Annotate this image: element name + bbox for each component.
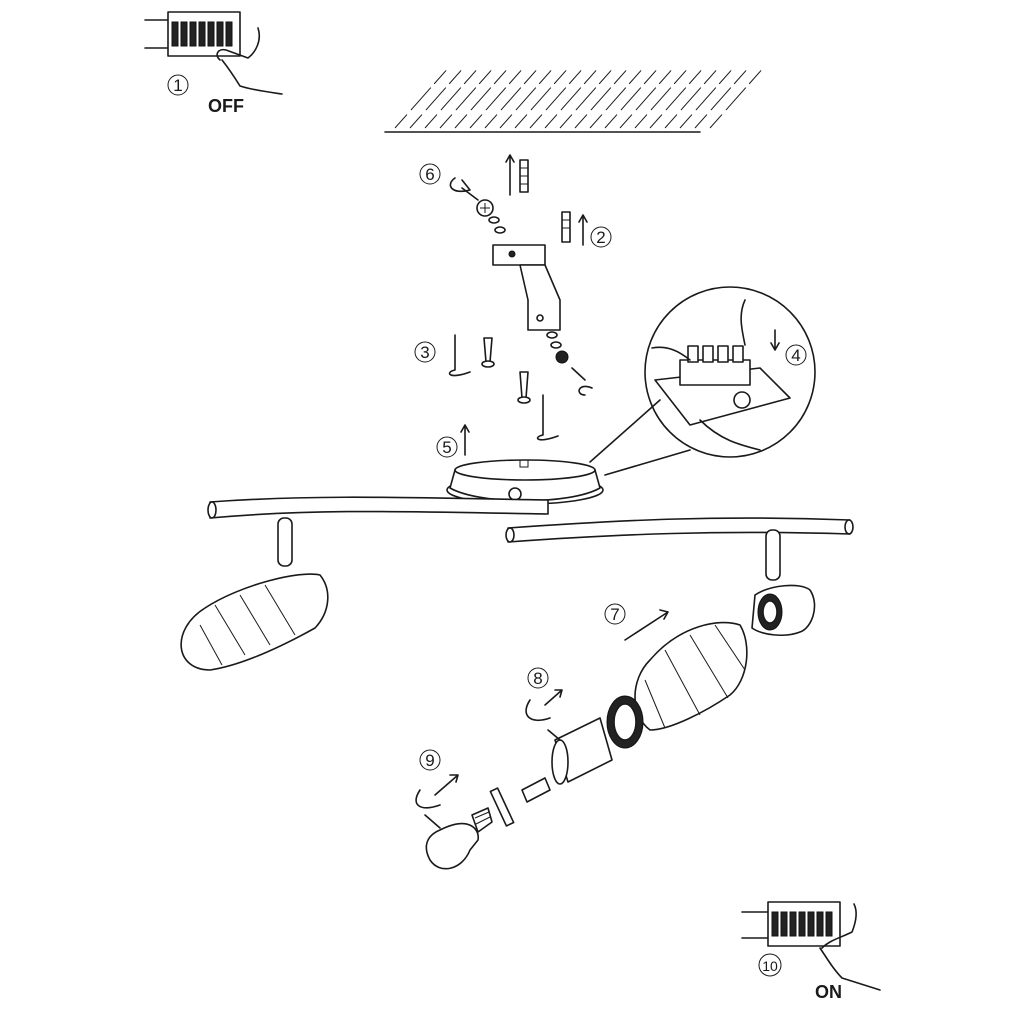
left-arm	[207, 496, 549, 519]
breaker-switch	[207, 21, 215, 47]
breaker-switch	[825, 911, 833, 937]
hatch-line	[694, 65, 751, 129]
step-5-number: 5	[442, 438, 451, 457]
wiring-detail-circle	[589, 286, 816, 476]
breaker-switch	[189, 21, 197, 47]
wall-plug-2	[561, 211, 588, 246]
breaker-switch	[780, 911, 788, 937]
step-5-marker: 5	[436, 436, 458, 458]
step-4-marker: 4	[785, 344, 807, 366]
breaker-switch	[798, 911, 806, 937]
step-6-number: 6	[425, 165, 434, 184]
screw-right	[517, 371, 559, 441]
right-lamp-holder	[751, 529, 816, 637]
hatch-line	[649, 65, 706, 129]
step-8-arrows	[525, 689, 563, 741]
step-6-marker: 6	[419, 163, 441, 185]
step-7-number: 7	[610, 605, 619, 624]
hatch-line	[574, 65, 631, 129]
hatch-line	[589, 65, 646, 129]
breaker-switch	[171, 21, 179, 47]
hatch-line	[439, 65, 496, 129]
step-7-marker: 7	[604, 603, 626, 625]
breaker-switch	[816, 911, 824, 937]
step-2-marker: 2	[590, 226, 612, 248]
hatch-line	[544, 65, 601, 129]
breaker-switch	[198, 21, 206, 47]
step-9-number: 9	[425, 751, 434, 770]
screw-left	[448, 334, 495, 377]
hatch-line	[499, 65, 556, 129]
hatch-line	[424, 65, 481, 129]
step-4-number: 4	[791, 346, 800, 365]
hatch-line	[409, 65, 466, 129]
off-label: OFF	[208, 96, 244, 116]
hatch-line	[679, 65, 736, 129]
breaker-box-off	[144, 11, 283, 95]
breaker-switch	[225, 21, 233, 47]
step-3-marker: 3	[414, 341, 436, 363]
nut-and-washers	[449, 177, 506, 234]
breaker-box-on	[741, 901, 881, 991]
step-9-arrows	[415, 774, 459, 829]
canopy	[446, 424, 604, 505]
breaker-switch	[216, 21, 224, 47]
wall-plug-1	[505, 154, 529, 196]
step-3-number: 3	[420, 343, 429, 362]
step-1-number: 1	[173, 76, 182, 95]
hatch-line	[709, 65, 766, 129]
step-1-marker: 1 OFF	[167, 74, 244, 116]
hatch-line	[484, 65, 541, 129]
breaker-switch	[789, 911, 797, 937]
step-10-marker: 10 ON	[758, 953, 842, 1002]
hatch-line	[454, 65, 511, 129]
left-spotlight	[180, 517, 329, 671]
breaker-switch	[771, 911, 779, 937]
glass-shade	[624, 609, 748, 731]
hatch-line	[604, 65, 661, 129]
hatch-line	[559, 65, 616, 129]
threaded-ring	[606, 695, 644, 749]
hatch-line	[664, 65, 721, 129]
hatch-line	[619, 65, 676, 129]
on-label: ON	[815, 982, 842, 1002]
breaker-switch	[807, 911, 815, 937]
hatch-line	[469, 65, 526, 129]
mounting-bracket	[492, 244, 593, 396]
step-10-number: 10	[762, 958, 778, 974]
hatch-line	[529, 65, 586, 129]
step-2-number: 2	[596, 228, 605, 247]
breaker-switch	[180, 21, 188, 47]
lamp-socket	[489, 717, 613, 827]
ceiling-hatching	[384, 65, 766, 133]
step-9-marker: 9	[419, 749, 441, 771]
step-8-marker: 8	[527, 667, 549, 689]
hatch-line	[394, 65, 451, 129]
terminal-block	[687, 345, 744, 363]
step-8-number: 8	[533, 669, 542, 688]
right-arm	[505, 517, 854, 543]
light-bulb	[425, 807, 493, 870]
hatch-line	[634, 65, 691, 129]
hatch-line	[514, 65, 571, 129]
